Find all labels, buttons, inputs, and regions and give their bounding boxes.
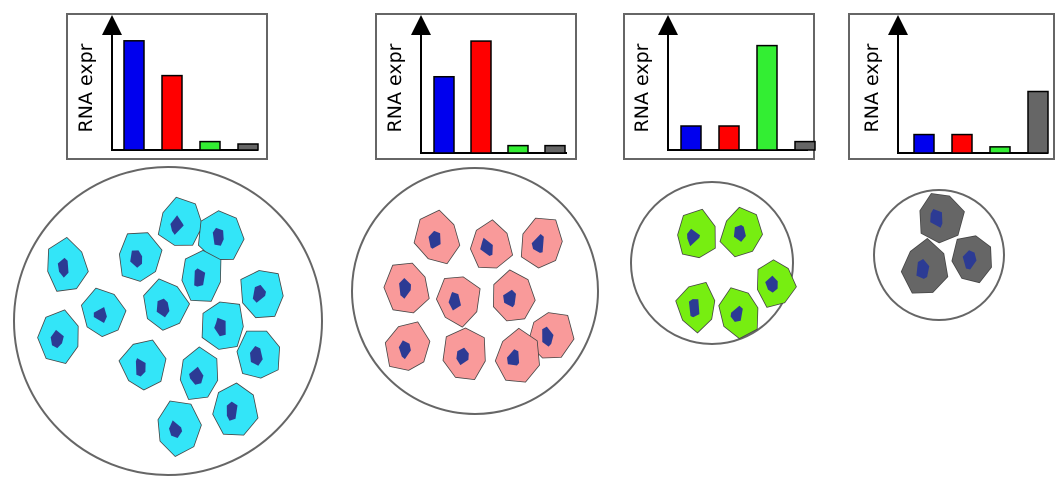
chart-3-bar-red bbox=[718, 125, 740, 151]
chart-2-bar-gray bbox=[544, 144, 566, 154]
chart-3-bar-green bbox=[756, 44, 778, 151]
chart-2-y-label: RNA expr bbox=[384, 43, 406, 132]
population-2 bbox=[351, 167, 599, 415]
chart-4-bar-blue bbox=[913, 133, 935, 154]
cell-nucleus bbox=[765, 275, 778, 293]
cell bbox=[470, 219, 513, 269]
population-1-cells bbox=[37, 196, 284, 457]
chart-2-bars bbox=[433, 40, 566, 154]
cell-nucleus bbox=[135, 358, 146, 377]
chart-3-y-label: RNA expr bbox=[631, 43, 653, 132]
population-4-cells bbox=[900, 193, 992, 294]
chart-3: RNA expr bbox=[623, 13, 816, 160]
chart-2: RNA expr bbox=[375, 13, 577, 160]
cell-nucleus bbox=[916, 259, 930, 279]
chart-4-bar-green bbox=[989, 146, 1011, 154]
chart-3-bar-blue bbox=[680, 125, 702, 151]
chart-4-bar-red bbox=[951, 133, 973, 154]
cell-nucleus bbox=[448, 292, 461, 311]
cell-nucleus bbox=[189, 366, 204, 385]
cell-nucleus bbox=[170, 215, 184, 235]
cell-nucleus bbox=[428, 230, 441, 249]
cell-nucleus bbox=[169, 420, 183, 438]
cell-nucleus bbox=[480, 237, 493, 256]
population-3-cells bbox=[675, 206, 797, 339]
cell-nucleus bbox=[531, 234, 544, 253]
population-4 bbox=[873, 189, 1005, 321]
chart-2-bar-blue bbox=[433, 75, 455, 154]
cell-nucleus bbox=[93, 307, 107, 323]
chart-2-bar-red bbox=[470, 40, 492, 154]
population-3 bbox=[630, 181, 797, 345]
cell-nucleus bbox=[130, 250, 143, 268]
chart-1-bars bbox=[123, 40, 259, 151]
chart-2-bar-green bbox=[507, 144, 529, 154]
cell-nucleus bbox=[503, 289, 516, 308]
cell-nucleus bbox=[212, 227, 224, 246]
chart-1-bar-green bbox=[199, 140, 221, 151]
chart-1-bar-blue bbox=[123, 40, 145, 151]
cell-nucleus bbox=[733, 225, 746, 242]
chart-1-bar-red bbox=[161, 74, 183, 151]
cell-nucleus bbox=[226, 401, 238, 421]
population-2-cells bbox=[383, 209, 575, 383]
cell-nucleus bbox=[962, 250, 977, 270]
cell-nucleus bbox=[398, 340, 411, 360]
chart-1-bar-gray bbox=[237, 143, 259, 151]
cell-nucleus bbox=[399, 278, 411, 299]
cell-nucleus bbox=[456, 347, 469, 366]
chart-3-bars bbox=[680, 44, 816, 151]
chart-1-y-label: RNA expr bbox=[75, 43, 97, 132]
chart-4-bars bbox=[913, 90, 1049, 154]
cell-nucleus bbox=[250, 346, 263, 366]
cell-nucleus bbox=[50, 329, 64, 349]
chart-4-y-label: RNA expr bbox=[861, 43, 883, 132]
cell-nucleus bbox=[156, 298, 170, 318]
cell-nucleus bbox=[688, 299, 700, 318]
chart-4-bar-gray bbox=[1027, 90, 1049, 154]
cell-nucleus bbox=[507, 349, 520, 366]
cell bbox=[47, 237, 89, 292]
chart-1: RNA expr bbox=[66, 13, 268, 160]
chart-3-bar-gray bbox=[794, 140, 816, 151]
cell-nucleus bbox=[930, 209, 943, 228]
population-1 bbox=[13, 166, 323, 476]
cell-nucleus bbox=[730, 305, 743, 322]
cell-nucleus bbox=[542, 326, 554, 347]
cell-nucleus bbox=[214, 317, 226, 337]
cell-nucleus bbox=[57, 257, 69, 278]
cell-nucleus bbox=[194, 268, 206, 287]
chart-4: RNA expr bbox=[848, 13, 1055, 160]
cell-nucleus bbox=[252, 284, 266, 303]
cell-nucleus bbox=[687, 228, 700, 247]
